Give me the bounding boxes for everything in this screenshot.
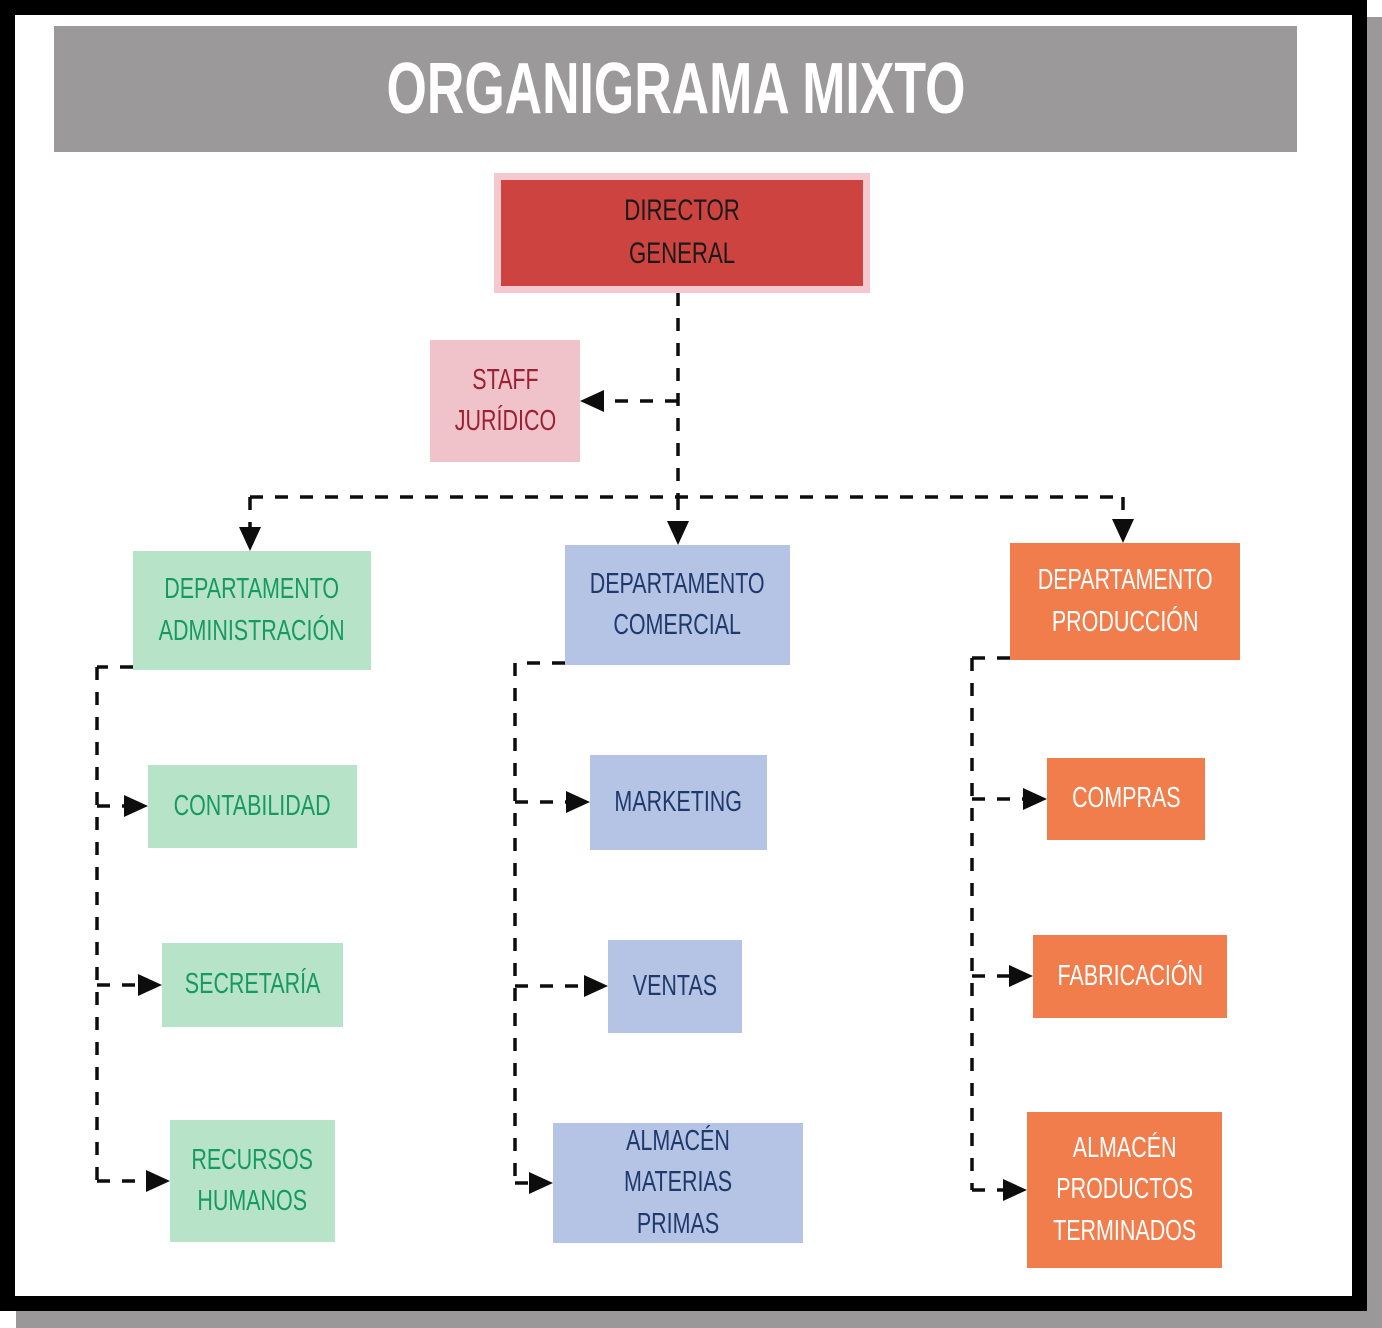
arrow-left-icon xyxy=(580,390,604,412)
arrow-right-icon xyxy=(529,1172,553,1194)
node-fabricacion: FABRICACIÓN xyxy=(1033,935,1227,1018)
connector-lines xyxy=(95,293,1134,1201)
node-marketing: MARKETING xyxy=(590,755,767,850)
arrow-right-icon xyxy=(1023,788,1047,810)
node-departamento-administracion: DEPARTAMENTO ADMINISTRACIÓN xyxy=(133,551,371,670)
arrow-down-icon xyxy=(239,527,261,551)
arrow-right-icon xyxy=(584,975,608,997)
node-label: FABRICACIÓN xyxy=(1057,959,1203,992)
node-secretaria: SECRETARÍA xyxy=(162,943,343,1027)
node-label: SECRETARÍA xyxy=(184,968,321,1001)
node-ventas: VENTAS xyxy=(608,940,742,1033)
arrow-right-icon xyxy=(124,795,148,817)
node-departamento-comercial: DEPARTAMENTO COMERCIAL xyxy=(565,545,790,665)
node-label: DEPARTAMENTO PRODUCCIÓN xyxy=(1037,564,1213,638)
node-almacen-materias-primas: ALMACÉN MATERIAS PRIMAS xyxy=(553,1123,803,1243)
org-chart-canvas: ORGANIGRAMA MIXTO xyxy=(15,15,1352,1296)
node-staff-juridico: STAFF JURÍDICO xyxy=(430,340,580,462)
title-bar: ORGANIGRAMA MIXTO xyxy=(54,26,1297,152)
arrow-right-icon xyxy=(1009,965,1033,987)
arrow-right-icon xyxy=(566,791,590,813)
node-departamento-produccion: DEPARTAMENTO PRODUCCIÓN xyxy=(1010,543,1240,660)
node-label: ALMACÉN MATERIAS PRIMAS xyxy=(623,1125,733,1240)
node-label: ALMACÉN PRODUCTOS TERMINADOS xyxy=(1052,1132,1197,1247)
node-label: CONTABILIDAD xyxy=(174,789,332,822)
arrow-right-icon xyxy=(138,974,162,996)
node-contabilidad: CONTABILIDAD xyxy=(148,765,357,848)
page-title: ORGANIGRAMA MIXTO xyxy=(386,49,965,129)
node-label: RECURSOS HUMANOS xyxy=(191,1143,314,1217)
arrow-down-icon xyxy=(1112,519,1134,543)
node-label: COMPRAS xyxy=(1071,782,1181,815)
node-label: DEPARTAMENTO COMERCIAL xyxy=(590,567,765,641)
node-label: DEPARTAMENTO ADMINISTRACIÓN xyxy=(159,573,345,647)
diagram-card: ORGANIGRAMA MIXTO xyxy=(0,0,1367,1311)
node-label: VENTAS xyxy=(632,969,718,1002)
node-label: STAFF JURÍDICO xyxy=(454,363,556,437)
arrow-right-icon xyxy=(1003,1179,1027,1201)
node-label: MARKETING xyxy=(614,785,743,818)
node-director-general: DIRECTOR GENERAL xyxy=(494,173,870,293)
node-compras: COMPRAS xyxy=(1047,758,1205,840)
arrow-right-icon xyxy=(146,1170,170,1192)
node-recursos-humanos: RECURSOS HUMANOS xyxy=(170,1120,335,1242)
node-label: DIRECTOR GENERAL xyxy=(624,194,740,270)
node-almacen-productos-terminados: ALMACÉN PRODUCTOS TERMINADOS xyxy=(1027,1112,1222,1268)
arrow-down-icon xyxy=(667,521,689,545)
